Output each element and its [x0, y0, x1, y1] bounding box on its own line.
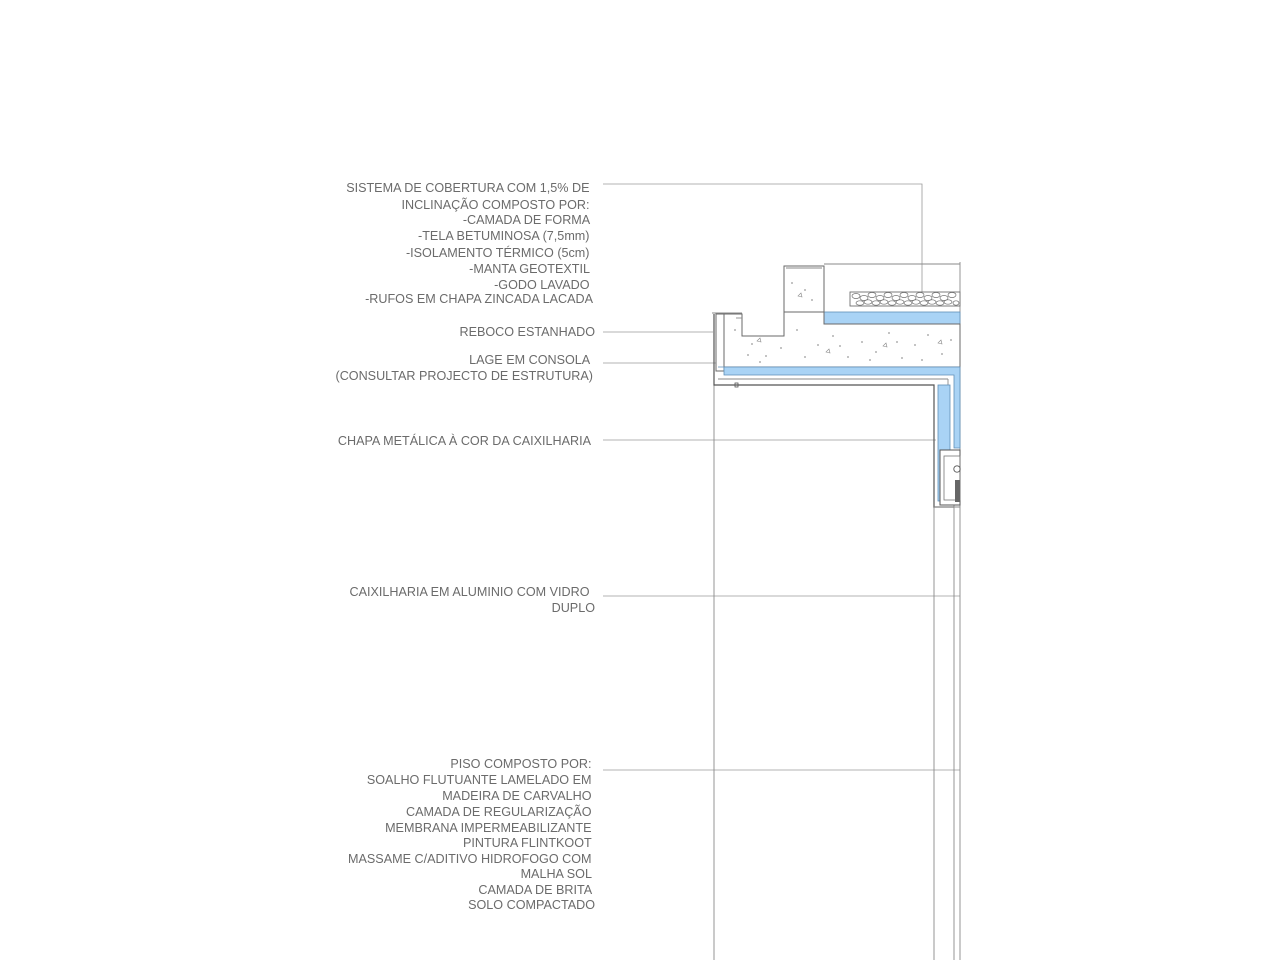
window-seal-icon	[953, 465, 961, 473]
label-slab: LAGE EM CONSOLA (CONSULTAR PROJECTO DE E…	[336, 353, 594, 383]
label-floor-build-up: PISO COMPOSTO POR: SOALHO FLUTUANTE LAME…	[348, 757, 595, 912]
gravel-layer	[849, 291, 961, 307]
leader-lines	[603, 183, 960, 771]
label-render: REBOCO ESTANHADO	[459, 325, 595, 339]
label-roof-system: SISTEMA DE COBERTURA COM 1,5% DE INCLINA…	[346, 181, 593, 306]
leader-roof	[603, 183, 923, 293]
gravel-stones	[851, 292, 960, 306]
drip-mark	[734, 382, 739, 388]
soffit-insulation	[718, 366, 961, 449]
concrete-hatch	[734, 282, 952, 363]
parapet-insulation	[823, 311, 961, 325]
window-gasket	[955, 480, 960, 502]
slab-tip-upstand	[715, 313, 725, 372]
parapet	[783, 263, 961, 325]
label-window-frame: CAIXILHARIA EM ALUMINIO COM VIDRO DUPLO	[349, 585, 595, 615]
parapet-body	[783, 265, 825, 313]
window-head-inner	[943, 455, 961, 501]
label-metal-sheet: CHAPA METÁLICA À COR DA CAIXILHARIA	[338, 433, 592, 448]
window-head	[934, 449, 961, 508]
